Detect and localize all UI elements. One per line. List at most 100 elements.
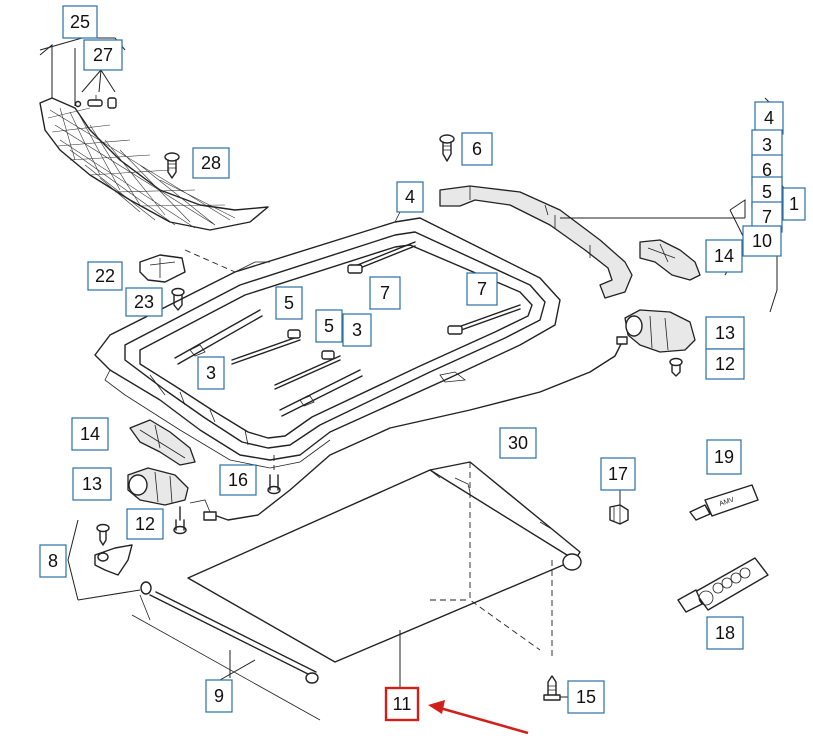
callout-label: 23	[134, 292, 154, 312]
guide-dash-sunshade	[430, 462, 541, 651]
clips-27	[74, 69, 117, 109]
callout-c22: 22	[87, 261, 123, 291]
callout-c18: 18	[706, 616, 744, 650]
callout-c14b: 14	[71, 417, 109, 451]
callout-label: 3	[352, 320, 362, 340]
callout-label: 30	[508, 433, 528, 453]
callout-c25: 25	[62, 5, 98, 39]
callout-c7b: 7	[369, 276, 401, 310]
callout-box	[600, 457, 636, 491]
callout-c14a: 14	[705, 239, 743, 273]
callout-label: 12	[135, 514, 155, 534]
wind-deflector-net	[39, 37, 269, 231]
drive-motor-14-right	[639, 239, 701, 281]
callout-label: 5	[284, 293, 294, 313]
callout-box	[192, 147, 230, 179]
callout-box	[126, 508, 164, 540]
callout-label: 12	[715, 354, 735, 374]
callout-box	[396, 181, 424, 213]
guide-rail-9	[131, 581, 321, 721]
callout-box	[315, 309, 343, 343]
callout-label: 6	[472, 139, 482, 159]
callout-c11: 11	[384, 686, 420, 722]
callout-c3c: 3	[342, 313, 372, 347]
callout-c7c: 7	[466, 272, 498, 306]
callout-label: 16	[228, 470, 248, 490]
motor-13-right	[624, 309, 696, 353]
callout-label: 1	[789, 194, 799, 214]
callout-c10: 10	[742, 225, 782, 257]
screw-12-right	[669, 357, 683, 377]
callout-c19: 19	[706, 439, 742, 475]
callout-box	[706, 616, 744, 650]
motor-13-left	[127, 467, 189, 506]
screw-28	[164, 152, 180, 179]
callout-box	[705, 316, 745, 350]
callout-c12a: 12	[705, 348, 745, 380]
callout-label: 11	[393, 694, 412, 714]
callout-label: 9	[214, 686, 224, 706]
screw-17	[609, 488, 629, 525]
callout-label: 3	[206, 363, 216, 383]
callout-box	[62, 5, 98, 39]
screw-15	[543, 560, 570, 701]
callout-label: 7	[477, 279, 487, 299]
callout-box	[39, 544, 67, 578]
bracket-8	[67, 519, 141, 601]
callout-label: 15	[576, 687, 596, 707]
rail-bracket-4	[439, 185, 633, 299]
callout-box	[466, 272, 498, 306]
callout-box	[782, 187, 806, 221]
callout-label: 14	[714, 246, 734, 266]
tube-label-amv: AMV	[718, 496, 735, 507]
callout-box	[461, 132, 493, 166]
callout-box	[384, 686, 420, 722]
screw-16	[267, 455, 281, 495]
callout-box	[87, 261, 123, 291]
inner-rails	[174, 241, 521, 417]
callout-label: 6	[762, 160, 772, 180]
callout-c9: 9	[205, 679, 233, 713]
callout-label: 5	[762, 182, 772, 202]
callout-c15: 15	[567, 680, 605, 714]
callout-label: 25	[70, 12, 90, 32]
callout-c8: 8	[39, 544, 67, 578]
callout-box	[705, 239, 743, 273]
callout-label: 4	[405, 187, 415, 207]
callout-label: 27	[93, 45, 113, 65]
red-arrow	[428, 700, 529, 735]
callout-c16: 16	[219, 464, 257, 496]
callout-box	[71, 417, 109, 451]
callout-label: 14	[80, 424, 100, 444]
sunshade-11	[187, 461, 582, 688]
callout-box	[219, 464, 257, 496]
callout-box	[83, 39, 123, 71]
callout-c13b: 13	[72, 467, 112, 501]
sealant-tube-18	[677, 557, 769, 613]
callout-label: 7	[762, 207, 772, 227]
callout-box	[754, 101, 784, 135]
callout-label: 5	[324, 316, 334, 336]
callout-label: 3	[762, 135, 772, 155]
bolt-23	[171, 287, 185, 311]
callout-c12b: 12	[126, 508, 164, 540]
callout-box	[706, 439, 742, 475]
callout-label: 18	[715, 623, 735, 643]
callout-label: 8	[48, 551, 58, 571]
callout-c4b: 4	[396, 181, 424, 213]
bracket-22	[139, 254, 186, 283]
callout-label: 22	[95, 266, 115, 286]
callout-box	[369, 276, 401, 310]
callout-box	[197, 356, 225, 390]
guide-dash-22	[184, 249, 236, 273]
grease-tube-19: AMV	[689, 484, 759, 521]
callout-c5b: 5	[275, 286, 303, 320]
callout-c27: 27	[83, 39, 123, 71]
callout-c30: 30	[499, 427, 537, 459]
callout-label: 19	[714, 447, 734, 467]
callout-box	[499, 427, 537, 459]
callout-box	[705, 348, 745, 380]
screw-6	[439, 134, 455, 162]
